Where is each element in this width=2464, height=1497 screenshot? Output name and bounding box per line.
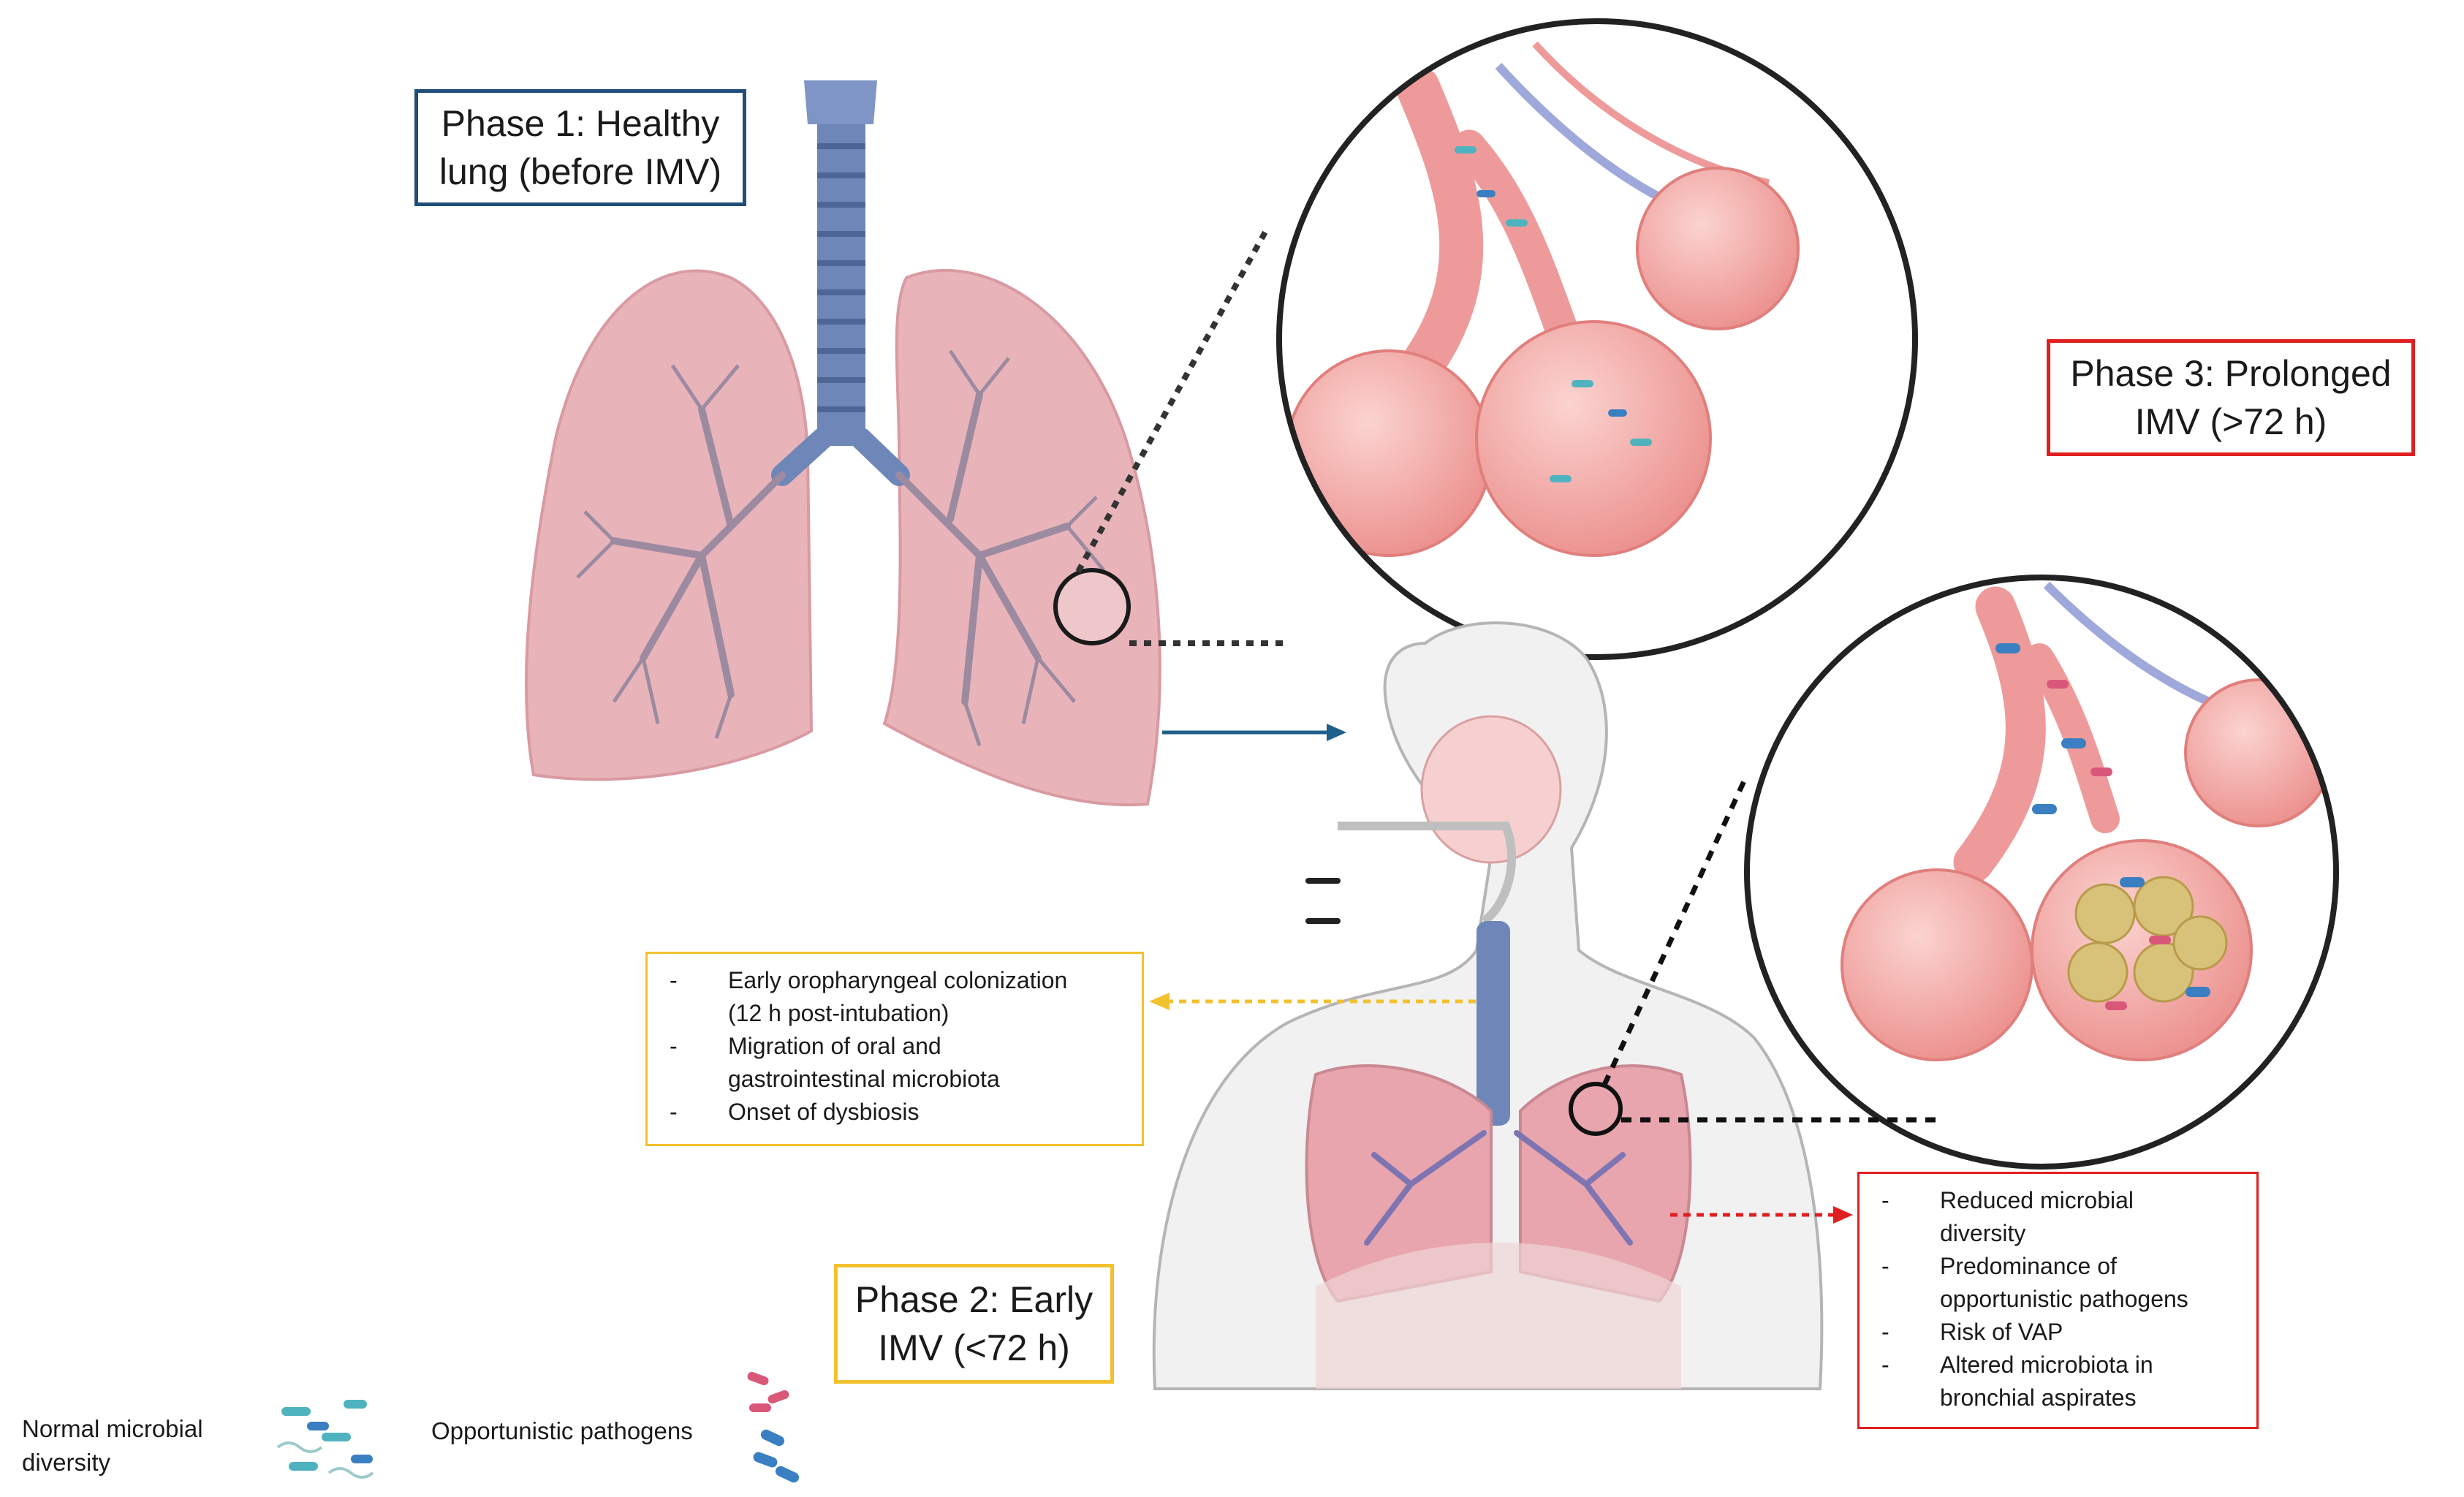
phase1-label-box: Phase 1: Healthy lung (before IMV) bbox=[414, 89, 746, 206]
list-item-line: Risk of VAP bbox=[1940, 1319, 2063, 1345]
list-item: Migration of oral and gastrointestinal m… bbox=[658, 1030, 1131, 1096]
list-item-line: bronchial aspirates bbox=[1940, 1384, 2137, 1411]
phase3-label-box: Phase 3: Prolonged IMV (>72 h) bbox=[2047, 339, 2415, 456]
list-item: Predominance of opportunistic pathogens bbox=[1870, 1250, 2246, 1316]
legend-opportunistic-label: Opportunistic pathogens bbox=[431, 1417, 693, 1444]
list-item-line: Altered microbiota in bbox=[1940, 1352, 2153, 1378]
opportunistic-pathogens-icon bbox=[747, 1371, 800, 1483]
list-item-line: Onset of dysbiosis bbox=[728, 1099, 920, 1125]
phase1-to-phase2-arrow bbox=[1162, 724, 1346, 741]
prolonged-imv-notes-box: Reduced microbial diversity Predominance… bbox=[1857, 1172, 2259, 1429]
healthy-lung-illustration bbox=[525, 80, 1286, 806]
list-item-line: Reduced microbial bbox=[1940, 1187, 2134, 1213]
normal-microbial-diversity-icon bbox=[276, 1400, 374, 1479]
dysbiotic-alveoli-zoom bbox=[1744, 575, 2339, 1170]
legend-line: diversity bbox=[22, 1449, 111, 1476]
phase2-label-line2: IMV (<72 h) bbox=[878, 1327, 1070, 1368]
phase2-label-box: Phase 2: Early IMV (<72 h) bbox=[834, 1264, 1114, 1384]
list-item-line: diversity bbox=[1940, 1220, 2026, 1246]
list-item: Early oropharyngeal colonization (12 h p… bbox=[658, 964, 1131, 1030]
healthy-alveoli-zoom bbox=[1276, 18, 1918, 660]
phase1-label-line2: lung (before IMV) bbox=[439, 151, 722, 192]
phase3-label-line2: IMV (>72 h) bbox=[2134, 401, 2327, 442]
list-item-line: Predominance of bbox=[1940, 1253, 2117, 1279]
list-item-line: Early oropharyngeal colonization bbox=[728, 967, 1068, 993]
early-box-arrow bbox=[1149, 993, 1480, 1010]
phase1-label-line1: Phase 1: Healthy bbox=[441, 103, 720, 144]
phase3-label-line1: Phase 3: Prolonged bbox=[2070, 353, 2392, 394]
list-item: Onset of dysbiosis bbox=[658, 1096, 1131, 1129]
early-imv-notes-box: Early oropharyngeal colonization (12 h p… bbox=[645, 952, 1144, 1146]
prolonged-imv-notes-list: Reduced microbial diversity Predominance… bbox=[1870, 1184, 2246, 1414]
list-item-line: gastrointestinal microbiota bbox=[728, 1066, 1000, 1092]
list-item-line: (12 h post-intubation) bbox=[728, 1000, 949, 1026]
legend-normal-diversity-label: Normal microbial diversity bbox=[22, 1412, 256, 1479]
intubated-patient-illustration bbox=[1152, 621, 1937, 1390]
list-item-line: opportunistic pathogens bbox=[1940, 1286, 2188, 1312]
legend-line: Normal microbial bbox=[22, 1415, 203, 1442]
list-item-line: Migration of oral and bbox=[728, 1033, 941, 1059]
late-box-arrow bbox=[1670, 1206, 1853, 1224]
early-imv-notes-list: Early oropharyngeal colonization (12 h p… bbox=[658, 964, 1131, 1129]
phase2-label-line1: Phase 2: Early bbox=[854, 1279, 1093, 1320]
list-item: Altered microbiota in bronchial aspirate… bbox=[1870, 1349, 2246, 1414]
list-item: Risk of VAP bbox=[1870, 1316, 2246, 1349]
list-item: Reduced microbial diversity bbox=[1870, 1184, 2246, 1250]
